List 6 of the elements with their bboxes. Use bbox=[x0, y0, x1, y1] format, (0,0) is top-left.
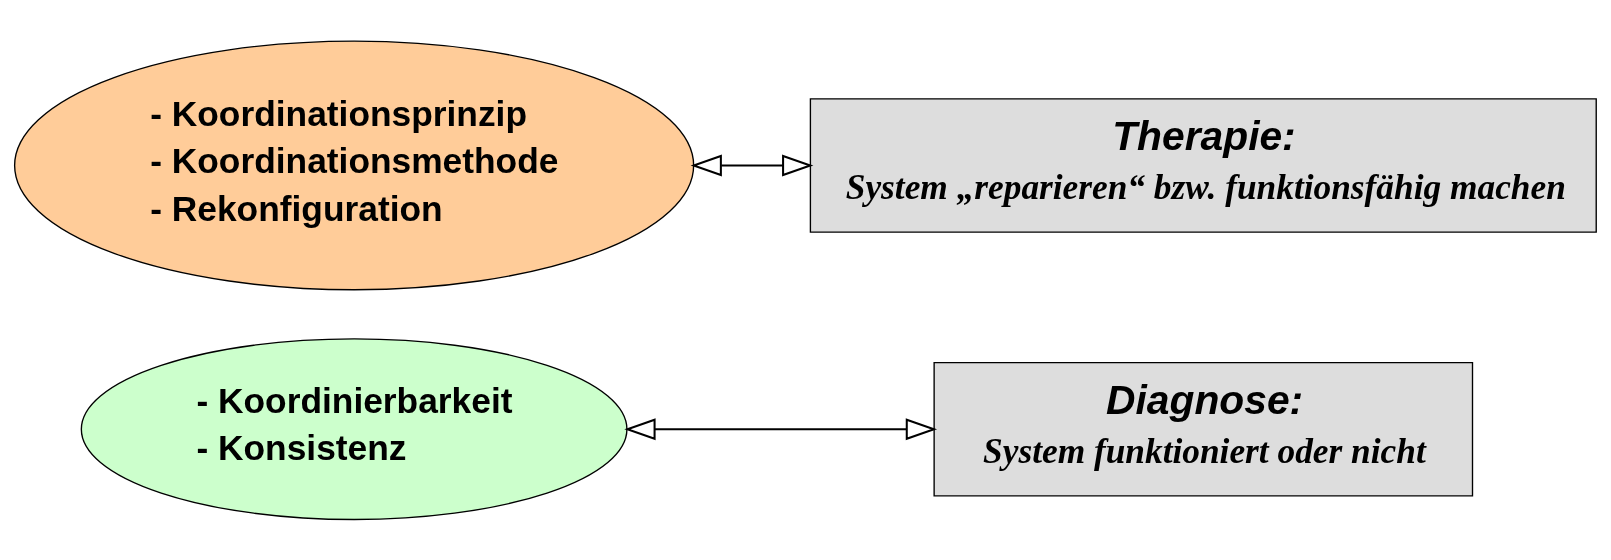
node-ellipse: - Koordinationsprinzip - Koordinationsmethode - Rekonfiguration bbox=[13, 39, 695, 290]
arrow bbox=[690, 154, 814, 176]
arrow bbox=[624, 417, 938, 440]
node-box: Diagnose: System funktioniert oder nicht bbox=[933, 361, 1474, 496]
node-box: Therapie: System „reparieren“ bzw. funktionsfähig machen bbox=[809, 97, 1597, 233]
node-ellipse: - Koordinierbarkeit - Konsistenz bbox=[80, 337, 628, 520]
